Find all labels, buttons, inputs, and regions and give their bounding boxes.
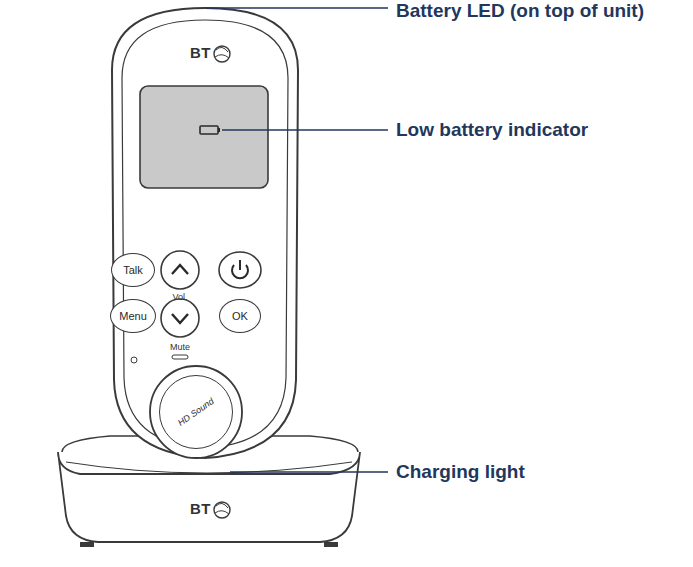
power-button — [219, 252, 261, 288]
speaker-ring — [150, 366, 242, 458]
leader-line — [222, 129, 388, 130]
ok-button: OK — [219, 299, 261, 333]
up-arrow — [172, 265, 188, 274]
battery-tip — [218, 128, 220, 132]
power-symbol-bar — [239, 260, 241, 270]
charging-cradle — [58, 452, 360, 542]
callout-label: Charging light — [396, 461, 525, 483]
callout-label: Low battery indicator — [396, 119, 588, 141]
button-label: Talk — [123, 264, 143, 276]
menu-button: Menu — [110, 299, 156, 333]
up-button — [161, 251, 199, 289]
bt-globe — [214, 502, 230, 518]
mute-led — [172, 355, 188, 359]
cradle-foot — [324, 542, 338, 547]
button-label: HD Sound — [176, 396, 216, 428]
bt-globe — [214, 46, 230, 62]
callout-label: Battery LED (on top of unit) — [396, 0, 644, 22]
talk-button: Talk — [111, 253, 155, 287]
lcd-screen — [140, 86, 268, 188]
speaker-grille: HD Sound — [159, 375, 233, 449]
battery-icon — [200, 126, 218, 134]
cradle-foot — [80, 542, 94, 547]
down-button — [161, 299, 199, 337]
leader-line — [206, 7, 388, 8]
brand-logo: BT — [190, 44, 211, 61]
bt-globe-lines — [215, 503, 229, 514]
button-caption: Vol. — [172, 292, 187, 302]
button-label: Menu — [119, 310, 147, 322]
button-caption: Mute — [170, 342, 190, 352]
button-label: OK — [232, 310, 248, 322]
brand-logo: BT — [190, 500, 211, 517]
handset-body — [112, 8, 298, 458]
handset-face — [122, 20, 288, 448]
leader-line — [230, 471, 388, 472]
microphone — [131, 357, 137, 363]
down-arrow — [172, 314, 188, 323]
bt-globe-lines — [215, 47, 229, 58]
